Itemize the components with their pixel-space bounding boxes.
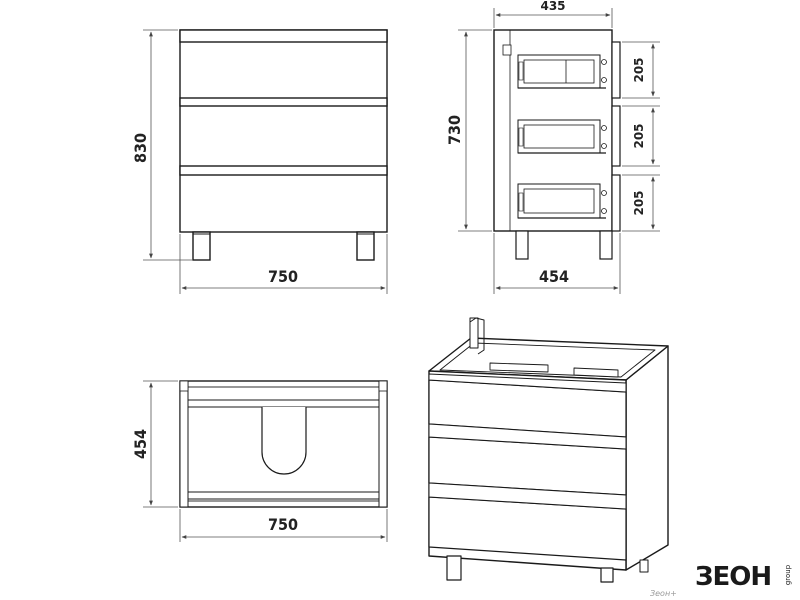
top-side-panel-left bbox=[179, 380, 189, 508]
front-leg-right bbox=[356, 231, 375, 261]
side-drawer-1-back-clip bbox=[518, 61, 524, 81]
side-drawer-1-screw-bottom bbox=[601, 77, 607, 83]
iso-leg-back-right bbox=[639, 559, 649, 573]
side-drawer-height-dimensions bbox=[622, 41, 660, 232]
side-drawer-front-3 bbox=[611, 174, 621, 232]
top-front-rail bbox=[187, 491, 380, 500]
side-drawer-3-back-clip bbox=[518, 192, 524, 212]
side-drawer-front-1 bbox=[611, 41, 621, 99]
drawer-1-height-label: 205 bbox=[632, 57, 646, 82]
top-view bbox=[179, 380, 388, 508]
side-drawer-2-screw-bottom bbox=[601, 143, 607, 149]
top-width-label: 750 bbox=[268, 515, 298, 534]
front-height-dimension bbox=[143, 29, 192, 261]
iso-inner-rail-1 bbox=[489, 362, 549, 373]
front-cabinet-body bbox=[179, 29, 388, 233]
side-drawer-front-2 bbox=[611, 105, 621, 167]
side-bottom-depth-dimension bbox=[493, 233, 621, 294]
iso-drawer-gap-2 bbox=[428, 423, 627, 450]
iso-inner-rail-2 bbox=[573, 367, 619, 378]
side-drawer-2-back-clip bbox=[518, 127, 524, 147]
front-height-label: 830 bbox=[131, 133, 150, 163]
iso-drawer-gap-3 bbox=[428, 482, 627, 510]
side-drawer-3-screw-top bbox=[601, 190, 607, 196]
front-view bbox=[179, 29, 388, 261]
top-width-dimension bbox=[179, 509, 388, 542]
iso-leg-front-right bbox=[600, 567, 614, 583]
drawer-2-height-label: 205 bbox=[632, 123, 646, 148]
side-drawer-box-1-inner bbox=[523, 59, 595, 84]
iso-back-bracket bbox=[469, 317, 479, 349]
iso-back-bracket-side bbox=[469, 317, 485, 355]
top-back-rail bbox=[187, 399, 380, 408]
side-leg-front bbox=[599, 230, 613, 260]
top-siphon-cutout bbox=[261, 407, 307, 475]
top-depth-dimension bbox=[143, 380, 178, 508]
brand-logo-text: ЗЕОН bbox=[695, 562, 771, 592]
side-drawer-box-2-inner bbox=[523, 124, 595, 149]
front-drawer-1-divider bbox=[179, 97, 388, 107]
side-height-dimension bbox=[458, 29, 492, 232]
top-depth-label: 454 bbox=[131, 429, 150, 459]
front-width-label: 750 bbox=[268, 267, 298, 286]
isometric-view bbox=[428, 317, 669, 583]
side-drawer-2-screw-top bbox=[601, 125, 607, 131]
side-bottom-depth-label: 454 bbox=[539, 267, 569, 286]
watermark-text: Зеон+ bbox=[650, 589, 677, 598]
front-drawer-2-divider bbox=[179, 165, 388, 176]
side-top-depth-dimension bbox=[493, 8, 613, 28]
side-drawer-1-screw-top bbox=[601, 59, 607, 65]
front-drawer-1-top-gap bbox=[179, 29, 388, 43]
iso-side-panel bbox=[625, 345, 669, 571]
brand-logo: ЗЕОН group bbox=[695, 562, 792, 592]
brand-logo-subtext: group bbox=[784, 564, 792, 585]
side-height-label: 730 bbox=[445, 115, 464, 145]
side-leg-back bbox=[515, 230, 529, 260]
iso-drawer-gap-1 bbox=[428, 373, 627, 393]
front-width-dimension bbox=[179, 234, 388, 294]
top-side-panel-right bbox=[378, 380, 388, 508]
side-top-depth-label: 435 bbox=[540, 0, 565, 13]
drawer-3-height-label: 205 bbox=[632, 190, 646, 215]
side-drawer-box-3-inner bbox=[523, 188, 595, 214]
top-corner-bracket-right bbox=[378, 380, 388, 392]
iso-leg-front-left bbox=[446, 555, 462, 581]
front-leg-left bbox=[192, 231, 211, 261]
side-drawer-3-screw-bottom bbox=[601, 208, 607, 214]
side-view bbox=[493, 29, 621, 260]
side-back-bracket bbox=[502, 44, 512, 56]
top-corner-bracket-left bbox=[179, 380, 189, 392]
